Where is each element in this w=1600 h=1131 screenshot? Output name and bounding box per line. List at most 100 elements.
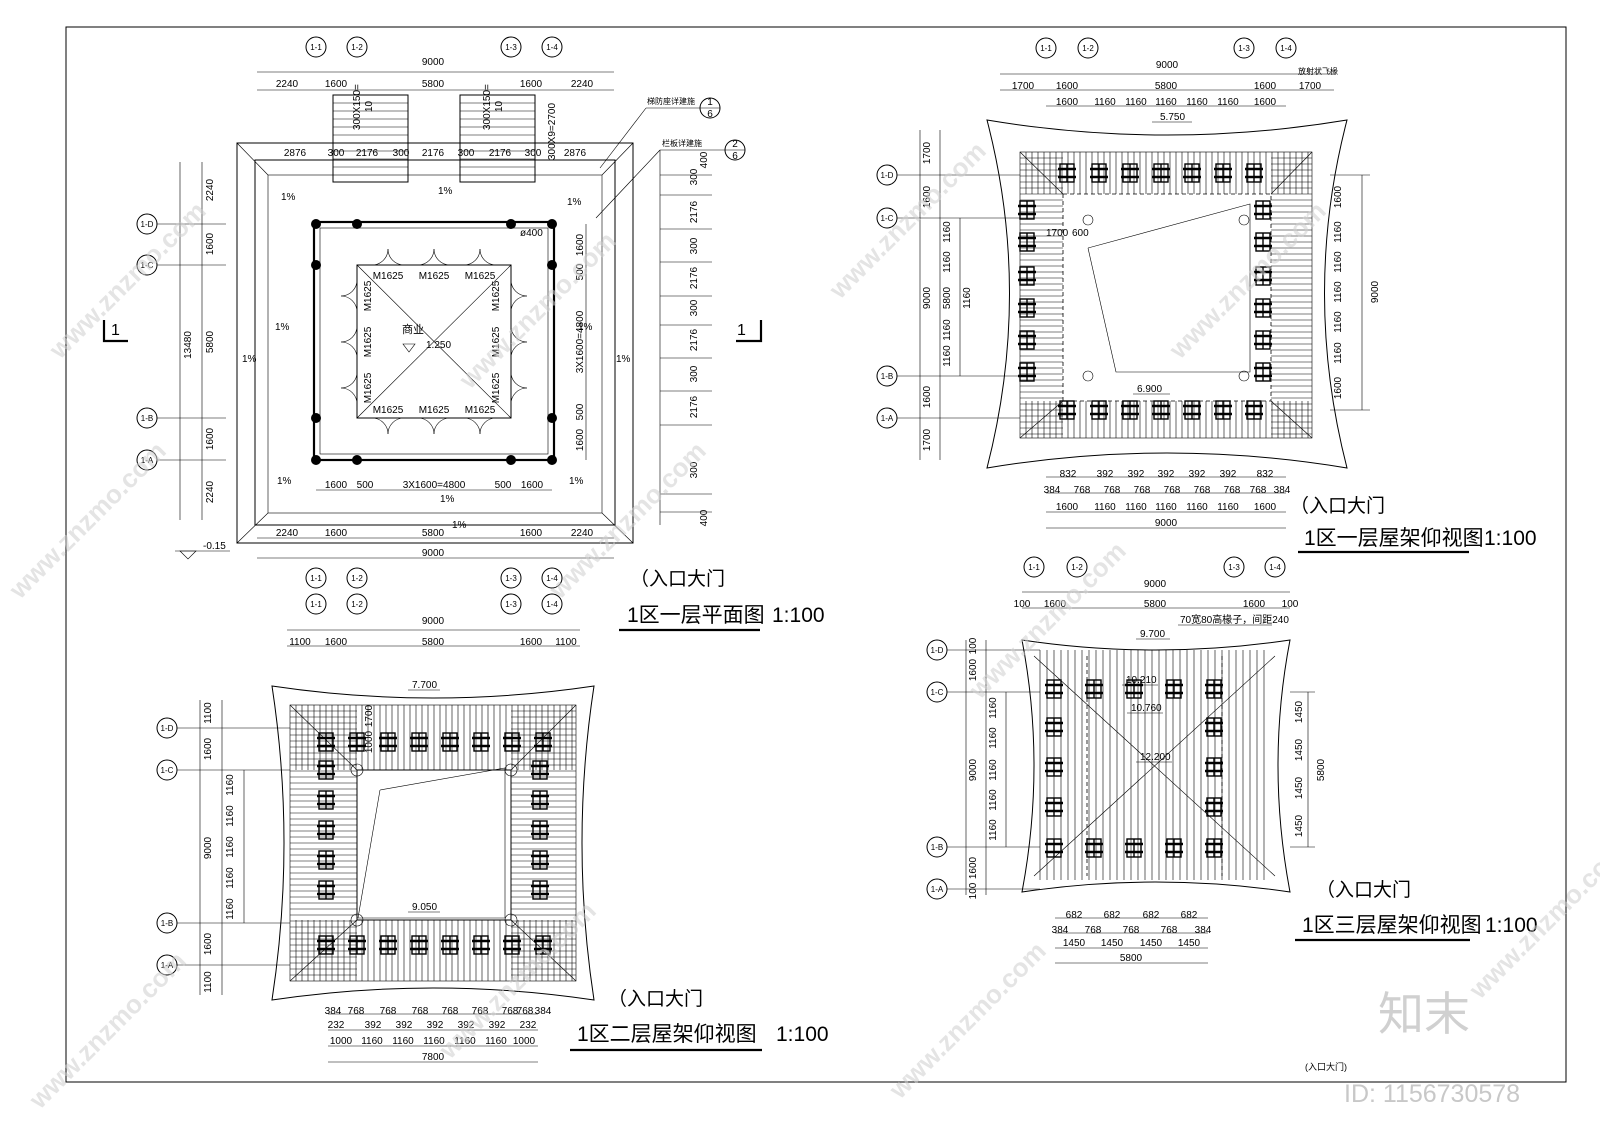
svg-text:1-B: 1-B: [161, 919, 173, 928]
svg-text:1160: 1160: [1333, 251, 1344, 273]
svg-text:1600: 1600: [205, 232, 216, 255]
svg-text:10.210: 10.210: [1126, 675, 1157, 686]
svg-text:1-C: 1-C: [881, 214, 894, 223]
svg-text:1%: 1%: [567, 197, 582, 208]
svg-text:1160: 1160: [1125, 97, 1147, 108]
bracket-symbol: [441, 935, 459, 955]
svg-text:392: 392: [1097, 469, 1114, 480]
svg-text:1: 1: [737, 322, 746, 339]
stair-left: 300X150= 10: [332, 84, 409, 183]
bracket-symbol: [379, 935, 397, 955]
svg-text:1-B: 1-B: [881, 372, 893, 381]
svg-text:1600: 1600: [575, 428, 586, 451]
bracket-symbol: [1018, 232, 1036, 252]
svg-text:768: 768: [1164, 485, 1181, 496]
svg-text:5800: 5800: [1120, 953, 1143, 964]
level-center: 1.250: [426, 340, 451, 351]
bracket-symbol: [1045, 679, 1063, 699]
svg-text:1-A: 1-A: [881, 414, 894, 423]
svg-text:5800: 5800: [422, 528, 445, 539]
plan-subtitle: （入口大门: [630, 568, 725, 590]
door-labels: M1625 M1625 M1625 M1625 M1625 M1625 M162…: [363, 271, 502, 416]
svg-text:1-2: 1-2: [1082, 44, 1094, 53]
svg-text:2240: 2240: [276, 79, 299, 90]
rafter-line: [1019, 151, 1064, 195]
svg-text:3X1600=4800: 3X1600=4800: [575, 310, 586, 373]
svg-text:1-4: 1-4: [1280, 44, 1292, 53]
svg-text:1-2: 1-2: [351, 574, 363, 583]
svg-text:1600: 1600: [205, 427, 216, 450]
svg-text:1160: 1160: [392, 1036, 414, 1047]
roof-opening: [356, 769, 512, 921]
svg-text:1-4: 1-4: [546, 574, 558, 583]
bracket-symbol: [1152, 400, 1170, 420]
svg-text:M1625: M1625: [363, 280, 374, 311]
svg-text:1-3: 1-3: [1238, 44, 1250, 53]
svg-text:1-D: 1-D: [141, 220, 154, 229]
bracket-symbol: [534, 732, 552, 752]
svg-text:1: 1: [707, 97, 713, 108]
svg-text:300: 300: [689, 237, 700, 254]
svg-text:768: 768: [380, 1006, 397, 1017]
grid-bubble-label: 1-3: [505, 43, 517, 52]
dims-right: 1450 1450 1450 1450: [1294, 700, 1305, 837]
svg-text:384: 384: [325, 1006, 342, 1017]
bracket-symbol: [317, 880, 335, 900]
grid-bubbles-top: 1-1 1-2 1-3 1-4: [305, 593, 563, 615]
svg-text:1-2: 1-2: [1071, 563, 1083, 572]
grid-bubble-label: 1-2: [351, 43, 363, 52]
callout-2: 栏板详建施 2 6: [595, 138, 746, 219]
bracket-symbol: [531, 760, 549, 780]
roof2-subtitle: （入口大门: [608, 988, 703, 1010]
svg-text:3X1600=4800: 3X1600=4800: [403, 480, 466, 491]
bracket-symbol: [1045, 838, 1063, 858]
svg-text:1%: 1%: [242, 354, 257, 365]
svg-text:100: 100: [968, 882, 979, 899]
svg-text:1-3: 1-3: [505, 600, 517, 609]
svg-text:1160: 1160: [225, 867, 236, 889]
brackets: [317, 732, 552, 955]
bracket-symbol: [1018, 298, 1036, 318]
svg-text:1600: 1600: [325, 480, 348, 491]
bracket-symbol: [1205, 797, 1223, 817]
svg-text:2176: 2176: [689, 200, 700, 223]
svg-text:5800: 5800: [205, 330, 216, 353]
svg-text:1-4: 1-4: [546, 600, 558, 609]
bracket-symbol: [1045, 717, 1063, 737]
svg-text:1000: 1000: [330, 1036, 353, 1047]
svg-text:100: 100: [968, 637, 979, 654]
svg-text:392: 392: [1189, 469, 1206, 480]
svg-text:1160: 1160: [988, 789, 999, 811]
dims-bottom1: 384 768 768 768 768 768 768 768 384: [325, 1006, 552, 1017]
svg-text:832: 832: [1257, 469, 1274, 480]
roof1-level-top: 5.750: [1160, 112, 1185, 123]
svg-text:1700: 1700: [364, 704, 375, 727]
roof-outline: [271, 685, 595, 1001]
svg-text:1-D: 1-D: [881, 171, 894, 180]
section-mark-right: 1: [736, 320, 763, 343]
bracket-symbol: [317, 935, 335, 955]
svg-text:768: 768: [502, 1006, 519, 1017]
svg-text:1160: 1160: [1094, 97, 1116, 108]
svg-text:682: 682: [1181, 910, 1198, 921]
bracket-symbol: [1090, 400, 1108, 420]
dims-right: 400 300 2176 300 2176 300 2176 300 2176 …: [689, 151, 710, 526]
stair-count: 10: [364, 100, 375, 112]
svg-text:232: 232: [520, 1020, 537, 1031]
svg-text:1160: 1160: [361, 1036, 383, 1047]
svg-text:768: 768: [1134, 485, 1151, 496]
svg-text:9000: 9000: [968, 758, 979, 781]
svg-text:6: 6: [732, 151, 738, 162]
svg-text:2240: 2240: [571, 79, 594, 90]
bracket-symbol: [1245, 163, 1263, 183]
dims-left: 2240 1600 5800 1600 2240: [205, 178, 216, 503]
svg-text:1600: 1600: [203, 737, 214, 760]
svg-text:600: 600: [1072, 228, 1089, 239]
svg-text:768: 768: [517, 1006, 534, 1017]
bracket-symbol: [503, 935, 521, 955]
roof1-title: 1区一层屋架仰视图: [1304, 527, 1484, 550]
grid-bubbles-left: 1-D 1-C 1-B 1-A: [926, 639, 948, 900]
svg-text:9000: 9000: [1155, 518, 1178, 529]
svg-text:www.znzmo.com: www.znzmo.com: [1462, 836, 1600, 1005]
bracket-symbol: [317, 820, 335, 840]
